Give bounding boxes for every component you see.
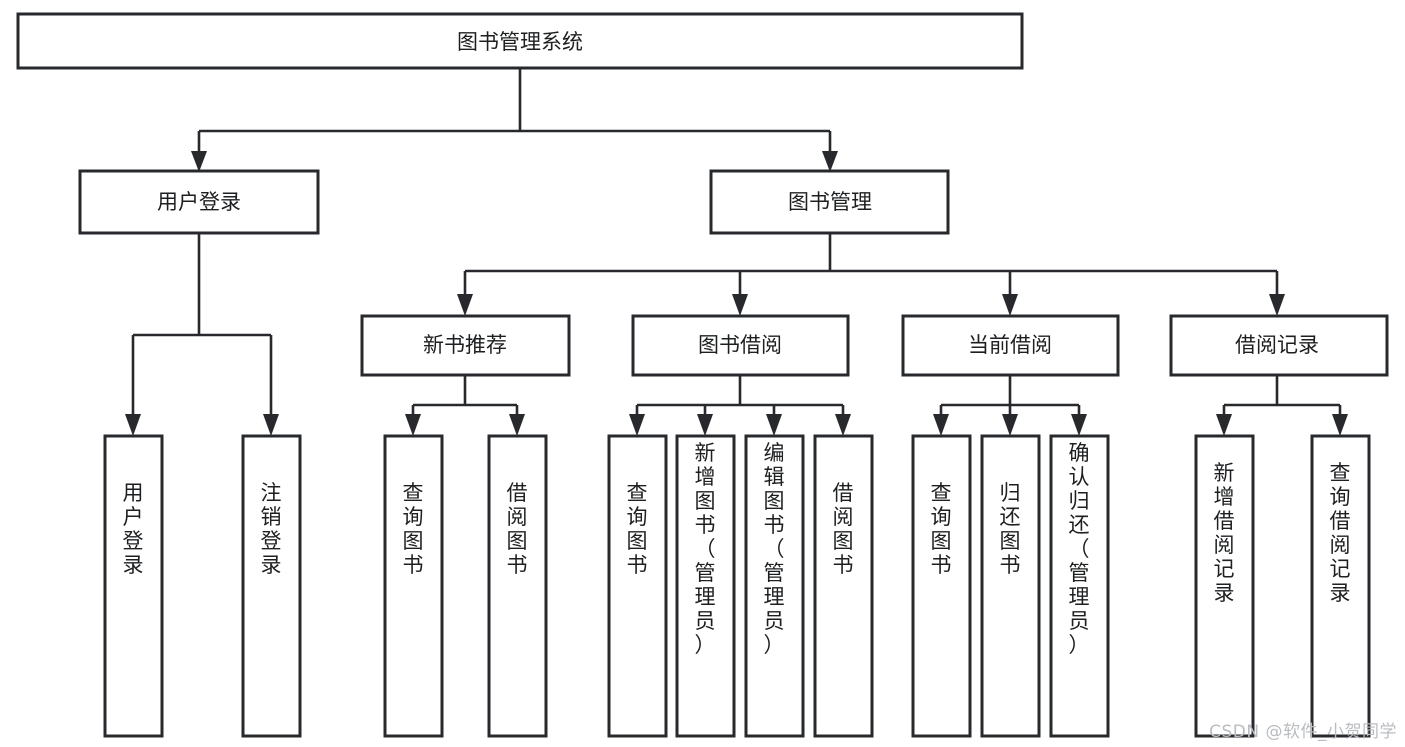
- node-leaf-borrow-book-1-label: 借阅图书: [507, 481, 528, 577]
- csdn-watermark: CSDN @软件_小贺同学: [1209, 722, 1397, 742]
- node-leaf-borrow-book-2[interactable]: 借阅图书: [813, 434, 874, 738]
- arrow-root-to-user-login: [191, 151, 207, 172]
- node-leaf-user-logout[interactable]: 注销登录: [241, 434, 302, 738]
- arrow-to-new-book-rec: [457, 294, 473, 316]
- node-borrow-record-label: 借阅记录: [1235, 333, 1319, 357]
- node-current-borrow-box[interactable]: [901, 314, 1120, 377]
- node-leaf-query-book-3-label: 查询图书: [931, 481, 952, 577]
- arrow-to-leaf-borrow-book-1: [509, 414, 525, 436]
- node-leaf-query-book-3[interactable]: 查询图书: [911, 434, 972, 738]
- node-borrow-record-box[interactable]: [1169, 314, 1389, 377]
- node-leaf-user-login-box[interactable]: [103, 434, 164, 738]
- node-leaf-add-book-label: 新增图书（管理员）: [695, 441, 716, 657]
- arrow-to-borrow-record: [1269, 294, 1285, 316]
- node-book-borrow[interactable]: 图书借阅: [631, 314, 850, 377]
- arrow-to-leaf-query-book-1: [405, 414, 421, 436]
- connector-book-borrow-bus: [635, 375, 845, 424]
- node-leaf-query-book-1[interactable]: 查询图书: [383, 434, 444, 738]
- node-leaf-query-book-2-label: 查询图书: [627, 481, 648, 577]
- arrow-to-leaf-user-logout: [263, 414, 279, 436]
- connector-user-login-bus: [131, 233, 273, 424]
- node-borrow-record[interactable]: 借阅记录: [1169, 314, 1389, 377]
- node-book-borrow-box[interactable]: [631, 314, 850, 377]
- node-leaf-add-book[interactable]: 新增图书（管理员）: [675, 434, 736, 738]
- node-new-book-rec-box[interactable]: [360, 314, 571, 377]
- connector-borrow-record-bus: [1222, 375, 1342, 424]
- node-leaf-edit-book[interactable]: 编辑图书（管理员）: [744, 434, 805, 738]
- node-book-manage-box[interactable]: [709, 169, 950, 235]
- node-leaf-query-record-box[interactable]: [1310, 434, 1371, 738]
- node-leaf-query-record[interactable]: 查询借阅记录: [1310, 434, 1371, 738]
- node-root-box[interactable]: [16, 12, 1024, 70]
- node-leaf-user-login-label: 用户登录: [123, 481, 144, 577]
- node-leaf-borrow-book-1-box[interactable]: [487, 434, 548, 738]
- node-leaf-query-book-1-box[interactable]: [383, 434, 444, 738]
- connector-root-bus: [197, 68, 832, 162]
- node-leaf-user-logout-box[interactable]: [241, 434, 302, 738]
- node-leaf-return-book-box[interactable]: [980, 434, 1041, 738]
- node-leaf-borrow-book-2-box[interactable]: [813, 434, 874, 738]
- arrow-to-leaf-add-book: [697, 414, 713, 436]
- node-leaf-confirm-return-box[interactable]: [1049, 434, 1110, 738]
- node-leaf-query-record-label: 查询借阅记录: [1330, 461, 1351, 605]
- arrow-to-leaf-query-record: [1332, 414, 1348, 436]
- node-leaf-confirm-return[interactable]: 确认归还（管理员）: [1049, 434, 1110, 738]
- connector-new-book-rec-bus: [411, 375, 519, 424]
- node-leaf-add-record[interactable]: 新增借阅记录: [1194, 434, 1255, 738]
- node-leaf-edit-book-label: 编辑图书（管理员）: [764, 441, 785, 657]
- node-leaf-borrow-book-1[interactable]: 借阅图书: [487, 434, 548, 738]
- node-current-borrow-label: 当前借阅: [968, 333, 1052, 357]
- arrow-to-leaf-edit-book: [766, 414, 782, 436]
- connector-book-manage-bus: [463, 233, 1279, 305]
- arrow-to-leaf-return-book: [1002, 414, 1018, 436]
- node-leaf-user-login[interactable]: 用户登录: [103, 434, 164, 738]
- arrow-to-leaf-add-record: [1216, 414, 1232, 436]
- node-book-manage-label: 图书管理: [788, 190, 872, 214]
- arrow-to-leaf-confirm-return: [1071, 414, 1087, 436]
- arrow-to-current-borrow: [1002, 294, 1018, 316]
- node-book-manage[interactable]: 图书管理: [709, 169, 950, 235]
- node-root[interactable]: 图书管理系统: [16, 12, 1024, 70]
- node-new-book-rec[interactable]: 新书推荐: [360, 314, 571, 377]
- node-new-book-rec-label: 新书推荐: [423, 333, 507, 357]
- node-book-borrow-label: 图书借阅: [698, 333, 782, 357]
- node-leaf-query-book-2-box[interactable]: [607, 434, 668, 738]
- node-leaf-query-book-1-label: 查询图书: [403, 481, 424, 577]
- node-leaf-add-record-label: 新增借阅记录: [1214, 461, 1235, 605]
- node-user-login-box[interactable]: [78, 169, 320, 235]
- node-leaf-borrow-book-2-label: 借阅图书: [833, 481, 854, 577]
- node-leaf-add-book-box[interactable]: [675, 434, 736, 738]
- node-leaf-query-book-2[interactable]: 查询图书: [607, 434, 668, 738]
- arrow-to-leaf-query-book-3: [933, 414, 949, 436]
- node-leaf-confirm-return-label: 确认归还（管理员）: [1069, 441, 1090, 657]
- node-root-label: 图书管理系统: [457, 30, 583, 54]
- node-leaf-edit-book-box[interactable]: [744, 434, 805, 738]
- node-user-login[interactable]: 用户登录: [78, 169, 320, 235]
- arrow-to-leaf-borrow-book-2: [835, 414, 851, 436]
- connector-layer: [125, 68, 1348, 436]
- arrow-to-leaf-user-login: [125, 414, 141, 436]
- node-leaf-query-book-3-box[interactable]: [911, 434, 972, 738]
- node-current-borrow[interactable]: 当前借阅: [901, 314, 1120, 377]
- arrow-root-to-book-manage: [822, 151, 838, 172]
- node-user-login-label: 用户登录: [157, 190, 241, 214]
- node-leaf-user-logout-label: 注销登录: [261, 481, 282, 577]
- arrow-to-leaf-query-book-2: [629, 414, 645, 436]
- node-leaf-return-book-label: 归还图书: [1000, 481, 1021, 577]
- node-leaf-add-record-box[interactable]: [1194, 434, 1255, 738]
- arrow-to-book-borrow: [732, 294, 748, 316]
- node-leaf-return-book[interactable]: 归还图书: [980, 434, 1041, 738]
